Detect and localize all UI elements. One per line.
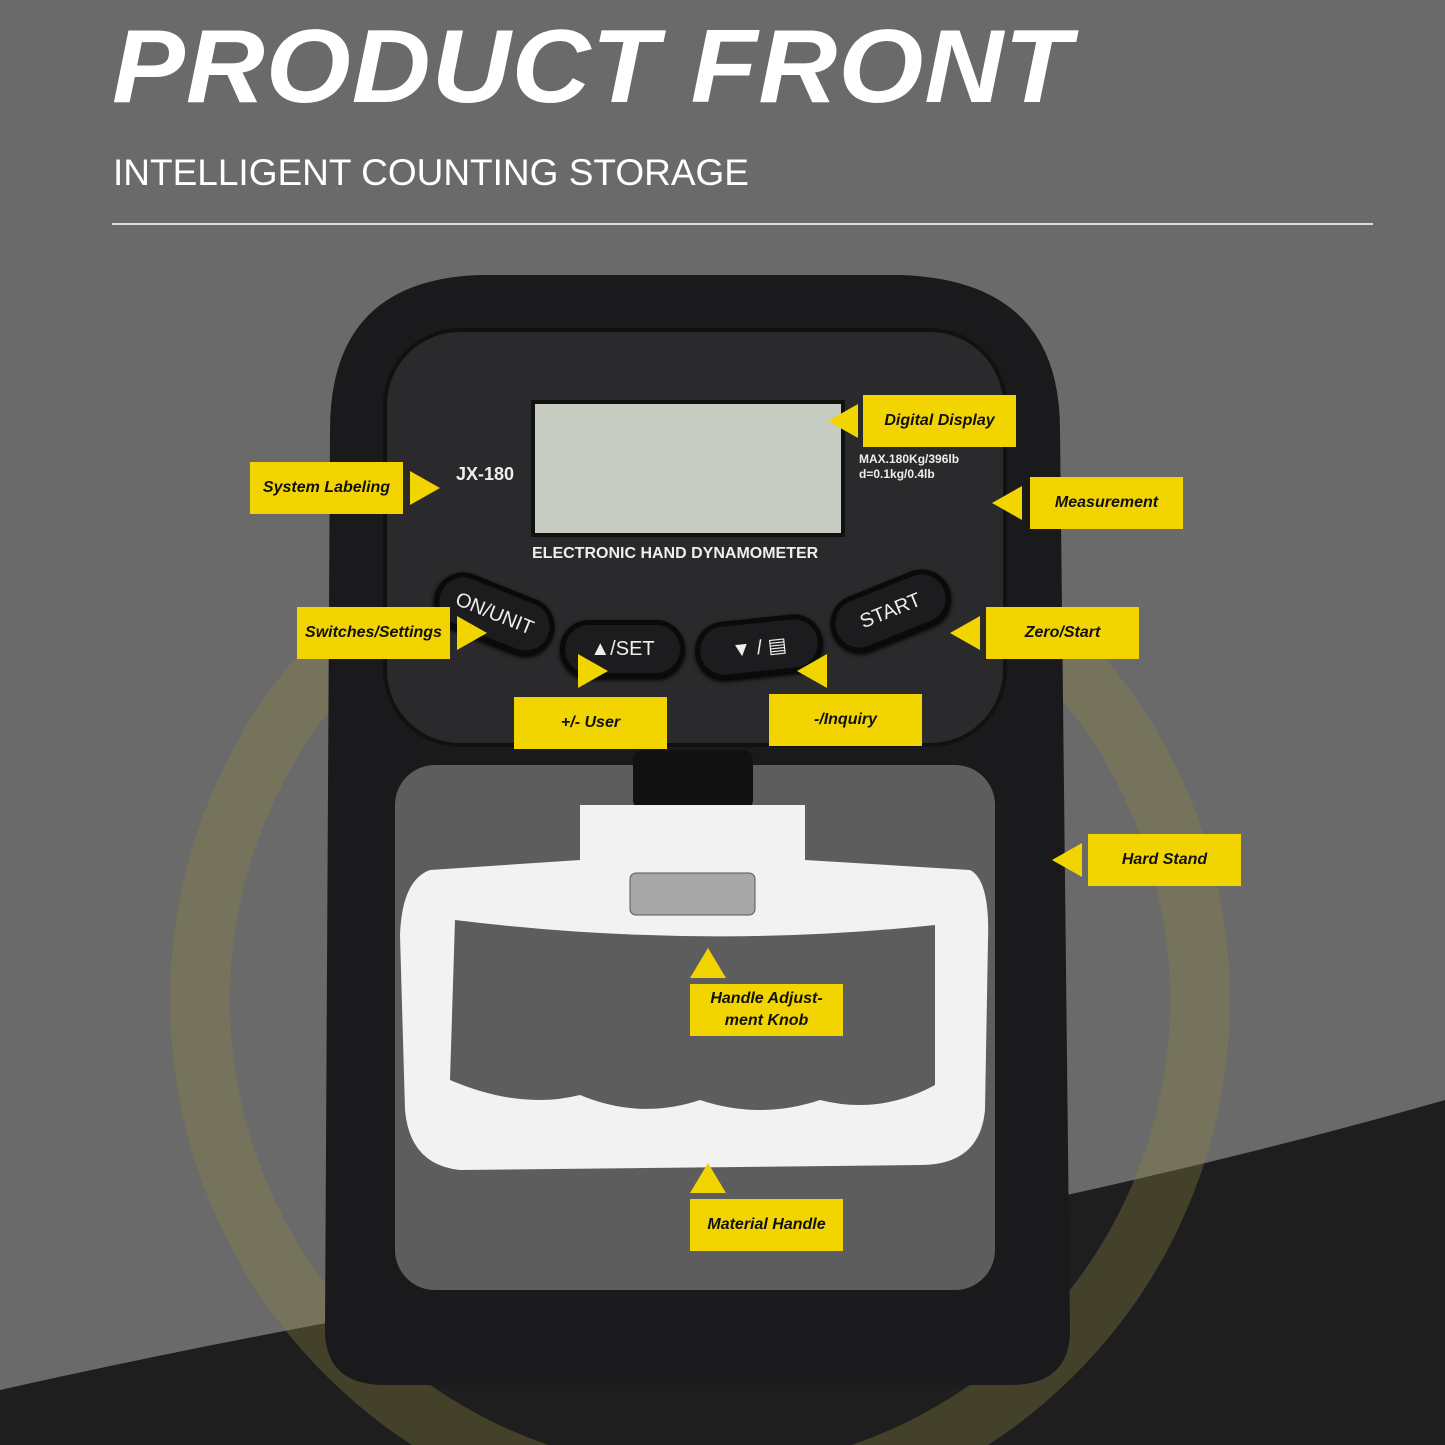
arrow-right-icon [578, 654, 608, 688]
callout-zero-start: Zero/Start [986, 607, 1139, 659]
page-title: PRODUCT FRONT [112, 9, 1072, 125]
spec-max: MAX.180Kg/396lb [859, 452, 960, 466]
arrow-right-icon [457, 616, 487, 650]
arrow-left-icon [992, 486, 1022, 520]
arrow-up-icon [690, 1163, 726, 1193]
device-name: ELECTRONIC HAND DYNAMOMETER [532, 545, 819, 562]
page-subtitle: INTELLIGENT COUNTING STORAGE [113, 152, 749, 193]
callout-digital-display: Digital Display [863, 395, 1016, 447]
divider [112, 223, 1373, 225]
callout-material-handle: Material Handle [690, 1199, 843, 1251]
arrow-left-icon [950, 616, 980, 650]
spec-division: d=0.1kg/0.4lb [859, 467, 935, 481]
callout-inquiry: -/Inquiry [769, 694, 922, 746]
callout-hard-stand: Hard Stand [1088, 834, 1241, 886]
arrow-left-icon [828, 404, 858, 438]
arrow-right-icon [410, 471, 440, 505]
callout-switches-settings: Switches/Settings [297, 607, 450, 659]
arrow-up-icon [690, 948, 726, 978]
arrow-left-icon [1052, 843, 1082, 877]
callout-handle-knob: Handle Adjust-ment Knob [690, 984, 843, 1036]
arrow-left-icon [797, 654, 827, 688]
model-label: JX-180 [456, 464, 515, 484]
callout-measurement: Measurement [1030, 477, 1183, 529]
callout-system-labeling: System Labeling [250, 462, 403, 514]
callout-user: +/- User [514, 697, 667, 749]
